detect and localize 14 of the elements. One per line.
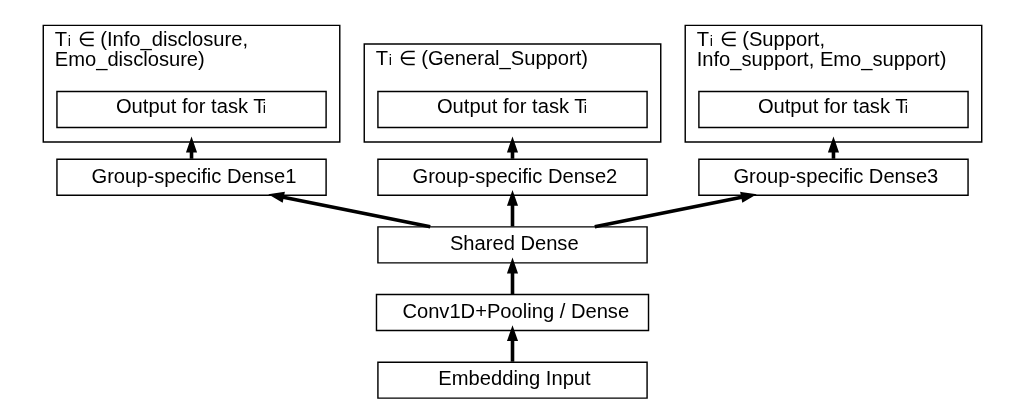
arrow [267,191,431,229]
node-box: Group-specific Dense2 [376,158,648,196]
arrow [593,191,757,229]
node-box: Embedding Input [376,361,648,399]
node-box: Shared Dense [376,226,648,264]
node-box: Conv1D+Pooling / Dense [375,293,649,332]
node-box: Output for task Ti [697,90,969,129]
arrow [506,325,518,362]
node-box: Group-specific Dense1 [55,158,327,196]
node-box: Output for task Ti [55,90,327,129]
node-box: Output for task Ti [376,90,648,129]
arrow [506,189,518,227]
arrow [506,257,518,295]
node-box: Group-specific Dense3 [697,158,969,196]
